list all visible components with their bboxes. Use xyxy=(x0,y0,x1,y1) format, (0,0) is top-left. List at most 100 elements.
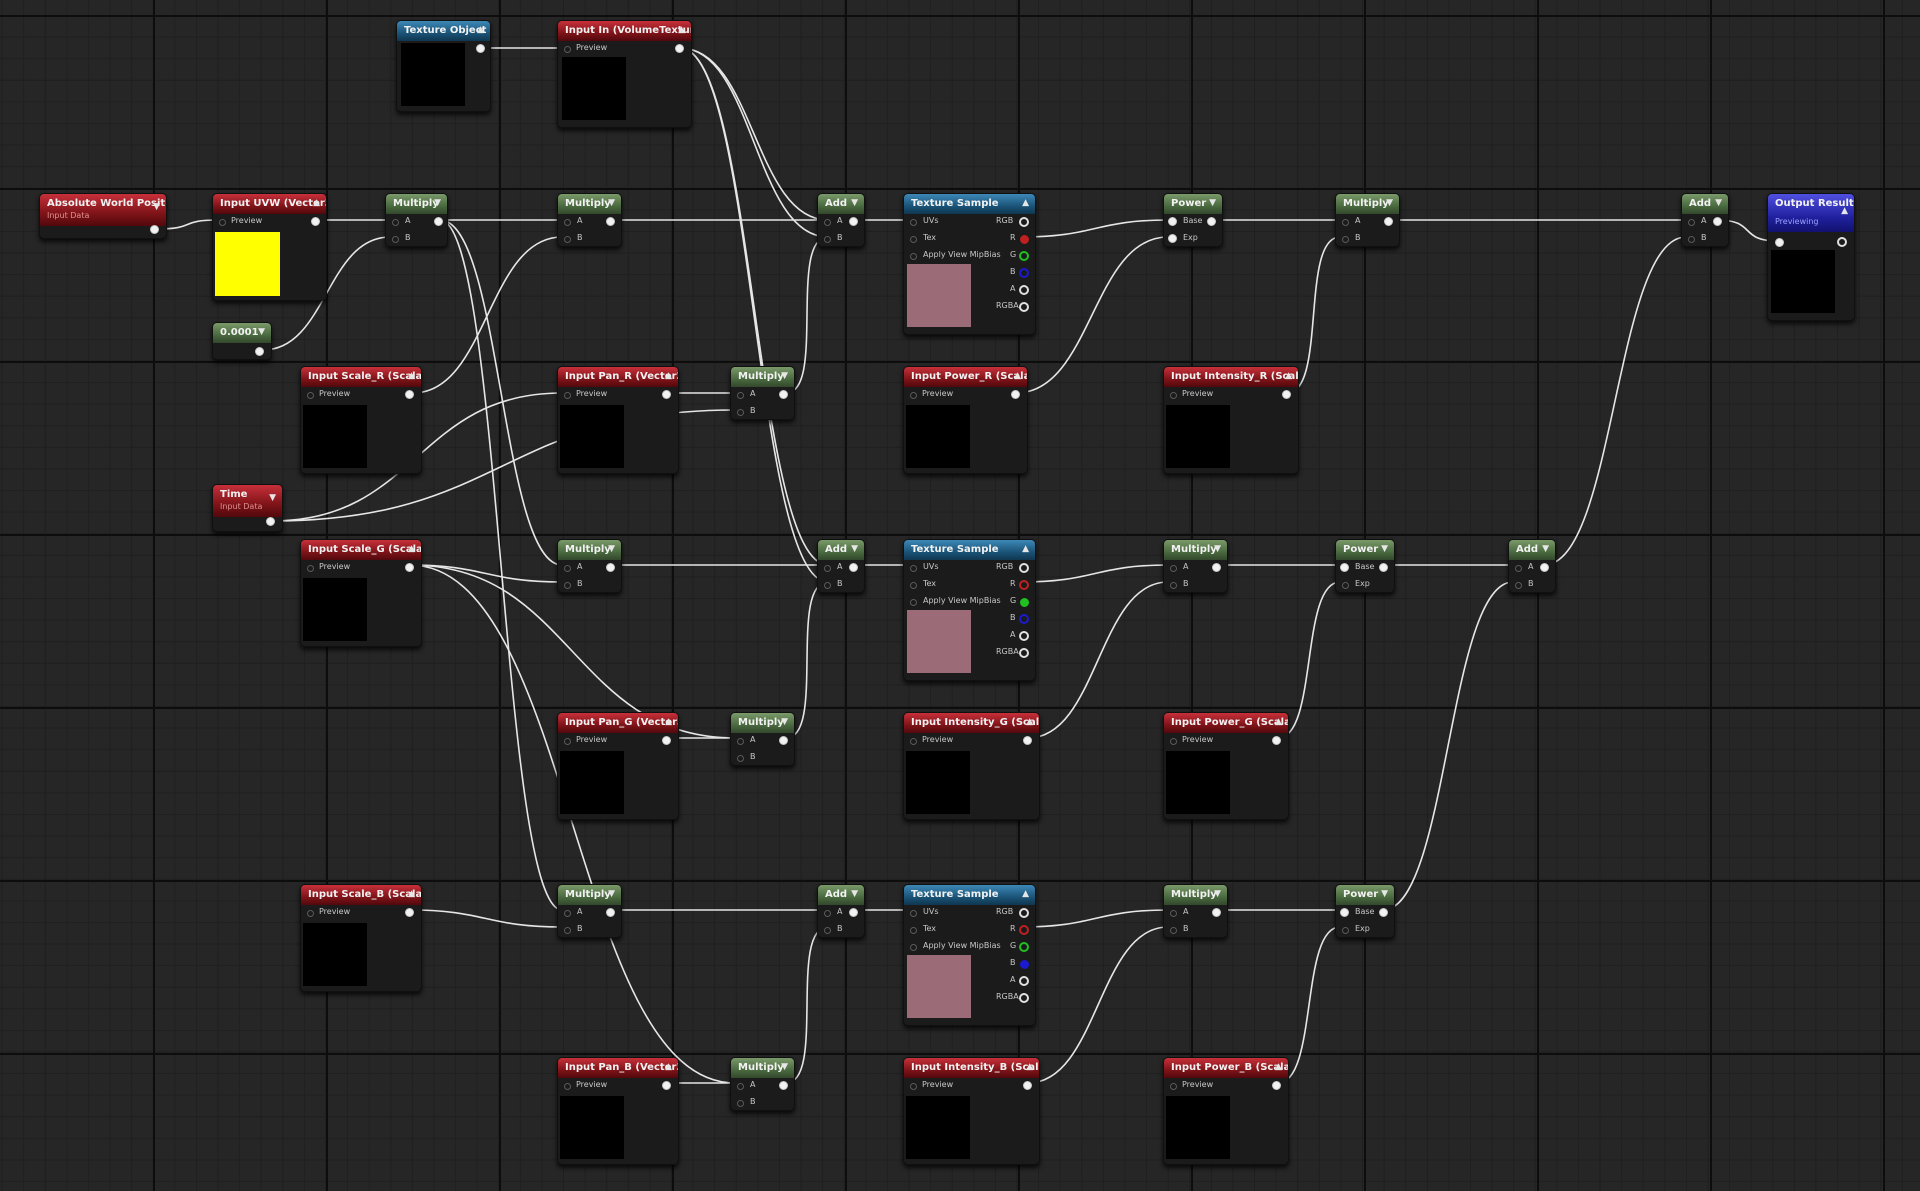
collapse-arrow-icon[interactable]: ▲ xyxy=(1841,206,1848,216)
collapse-arrow-icon[interactable]: ▼ xyxy=(1214,544,1221,554)
collapse-arrow-icon[interactable]: ▲ xyxy=(1022,889,1029,899)
rgb-output-pin[interactable] xyxy=(1019,563,1029,573)
input-pin-b[interactable] xyxy=(737,1100,744,1107)
texture-object-node[interactable]: Texture Object▲ xyxy=(396,20,491,112)
output-pin[interactable] xyxy=(405,390,414,399)
input-pin-b[interactable] xyxy=(1342,236,1349,243)
collapse-arrow-icon[interactable]: ▼ xyxy=(608,544,615,554)
preview-input-pin[interactable] xyxy=(564,392,571,399)
node-header[interactable]: Multiply▼ xyxy=(731,713,794,733)
node-header[interactable]: Multiply▼ xyxy=(558,885,621,905)
output-pin[interactable] xyxy=(1540,563,1549,572)
multiply-pan-r-node[interactable]: Multiply▼ A B xyxy=(730,366,795,420)
node-header[interactable]: Texture Object▲ xyxy=(397,21,490,41)
b-output-pin[interactable] xyxy=(1019,268,1029,278)
output-pin[interactable] xyxy=(405,908,414,917)
a-output-pin[interactable] xyxy=(1019,976,1029,986)
preview-input-pin[interactable] xyxy=(910,392,917,399)
collapse-arrow-icon[interactable]: ▼ xyxy=(608,889,615,899)
power-b-node[interactable]: Power▼ Base Exp xyxy=(1335,884,1395,938)
output-pin[interactable] xyxy=(1379,563,1388,572)
base-input-pin[interactable] xyxy=(1168,217,1177,226)
multiply-scale-g-node[interactable]: Multiply▼ A B xyxy=(557,539,622,593)
collapse-arrow-icon[interactable]: ▲ xyxy=(665,371,672,381)
r-output-pin[interactable] xyxy=(1020,235,1029,244)
node-header[interactable]: Multiply▼ xyxy=(1336,194,1399,214)
collapse-arrow-icon[interactable]: ▲ xyxy=(408,889,415,899)
collapse-arrow-icon[interactable]: ▲ xyxy=(313,198,320,208)
node-header[interactable]: Input UVW (Vector3)▲ xyxy=(213,194,326,214)
input-pin-b[interactable] xyxy=(564,927,571,934)
input-pin-b[interactable] xyxy=(392,236,399,243)
input-pin-a[interactable] xyxy=(1688,219,1695,226)
node-header[interactable]: Power▼ xyxy=(1336,540,1394,560)
node-header[interactable]: Multiply▼ xyxy=(558,540,621,560)
node-header[interactable]: 0.0001▼ xyxy=(213,323,271,343)
output-pin[interactable] xyxy=(849,908,858,917)
output-pin[interactable] xyxy=(1282,390,1291,399)
node-header[interactable]: Input Scale_B (Scalar)▲ xyxy=(301,885,421,905)
node-header[interactable]: Input Power_B (Scalar)▲ xyxy=(1164,1058,1288,1078)
mip-bias-pin[interactable] xyxy=(910,253,917,260)
input-pan-b-node[interactable]: Input Pan_B (Vector3)▲ Preview xyxy=(557,1057,679,1165)
output-pin[interactable] xyxy=(606,217,615,226)
collapse-arrow-icon[interactable]: ▼ xyxy=(1715,198,1722,208)
collapse-arrow-icon[interactable]: ▼ xyxy=(851,889,858,899)
output-pin[interactable] xyxy=(662,736,671,745)
collapse-arrow-icon[interactable]: ▼ xyxy=(1386,198,1393,208)
input-pin-a[interactable] xyxy=(824,910,831,917)
node-header[interactable]: Input Power_R (Scalar)▲ xyxy=(904,367,1027,387)
collapse-arrow-icon[interactable]: ▲ xyxy=(1026,717,1033,727)
input-intensity-g-node[interactable]: Input Intensity_G (Scalar)▲ Preview xyxy=(903,712,1040,820)
collapse-arrow-icon[interactable]: ▼ xyxy=(1214,889,1221,899)
node-header[interactable]: Multiply▼ xyxy=(386,194,447,214)
node-header[interactable]: Add▼ xyxy=(1682,194,1728,214)
node-header[interactable]: Input Power_G (Scalar)▲ xyxy=(1164,713,1288,733)
preview-input-pin[interactable] xyxy=(307,565,314,572)
input-pin-b[interactable] xyxy=(1688,236,1695,243)
g-output-pin[interactable] xyxy=(1019,942,1029,952)
exp-input-pin[interactable] xyxy=(1342,927,1349,934)
output-pin[interactable] xyxy=(1272,1081,1281,1090)
input-pin-b[interactable] xyxy=(824,927,831,934)
output-pin[interactable] xyxy=(1011,390,1020,399)
collapse-arrow-icon[interactable]: ▼ xyxy=(1381,889,1388,899)
output-pin[interactable] xyxy=(1837,237,1847,247)
node-header[interactable]: Input Intensity_B (Scalar)▲ xyxy=(904,1058,1039,1078)
input-pin-a[interactable] xyxy=(737,1083,744,1090)
preview-input-pin[interactable] xyxy=(1170,392,1177,399)
output-pin[interactable] xyxy=(1207,217,1216,226)
uvs-input-pin[interactable] xyxy=(910,219,917,226)
a-output-pin[interactable] xyxy=(1019,285,1029,295)
node-header[interactable]: Texture Sample▲ xyxy=(904,194,1035,214)
add-b-node[interactable]: Add▼ A B xyxy=(817,884,865,938)
output-pin[interactable] xyxy=(779,390,788,399)
output-pin[interactable] xyxy=(662,1081,671,1090)
input-power-g-node[interactable]: Input Power_G (Scalar)▲ Preview xyxy=(1163,712,1289,820)
uvs-input-pin[interactable] xyxy=(910,565,917,572)
node-header[interactable]: Add▼ xyxy=(1509,540,1555,560)
input-pin-b[interactable] xyxy=(737,409,744,416)
output-pin[interactable] xyxy=(1379,908,1388,917)
output-pin[interactable] xyxy=(1272,736,1281,745)
output-pin[interactable] xyxy=(675,44,684,53)
absolute-world-position-node[interactable]: Absolute World PositionInput Data▼ xyxy=(39,193,167,239)
node-header[interactable]: Power▼ xyxy=(1164,194,1222,214)
base-input-pin[interactable] xyxy=(1340,908,1349,917)
tex-input-pin[interactable] xyxy=(910,236,917,243)
input-pan-r-node[interactable]: Input Pan_R (Vector3)▲ Preview xyxy=(557,366,679,474)
collapse-arrow-icon[interactable]: ▲ xyxy=(1275,717,1282,727)
output-pin[interactable] xyxy=(1212,563,1221,572)
input-pin-a[interactable] xyxy=(1170,910,1177,917)
input-pin-a[interactable] xyxy=(564,910,571,917)
output-pin[interactable] xyxy=(476,44,485,53)
node-header[interactable]: Input Scale_R (Scalar)▲ xyxy=(301,367,421,387)
input-pin-a[interactable] xyxy=(824,565,831,572)
collapse-arrow-icon[interactable]: ▲ xyxy=(1285,371,1292,381)
power-g-node[interactable]: Power▼ Base Exp xyxy=(1335,539,1395,593)
rgba-output-pin[interactable] xyxy=(1019,302,1029,312)
node-header[interactable]: Multiply▼ xyxy=(1164,540,1227,560)
input-pin-a[interactable] xyxy=(564,219,571,226)
